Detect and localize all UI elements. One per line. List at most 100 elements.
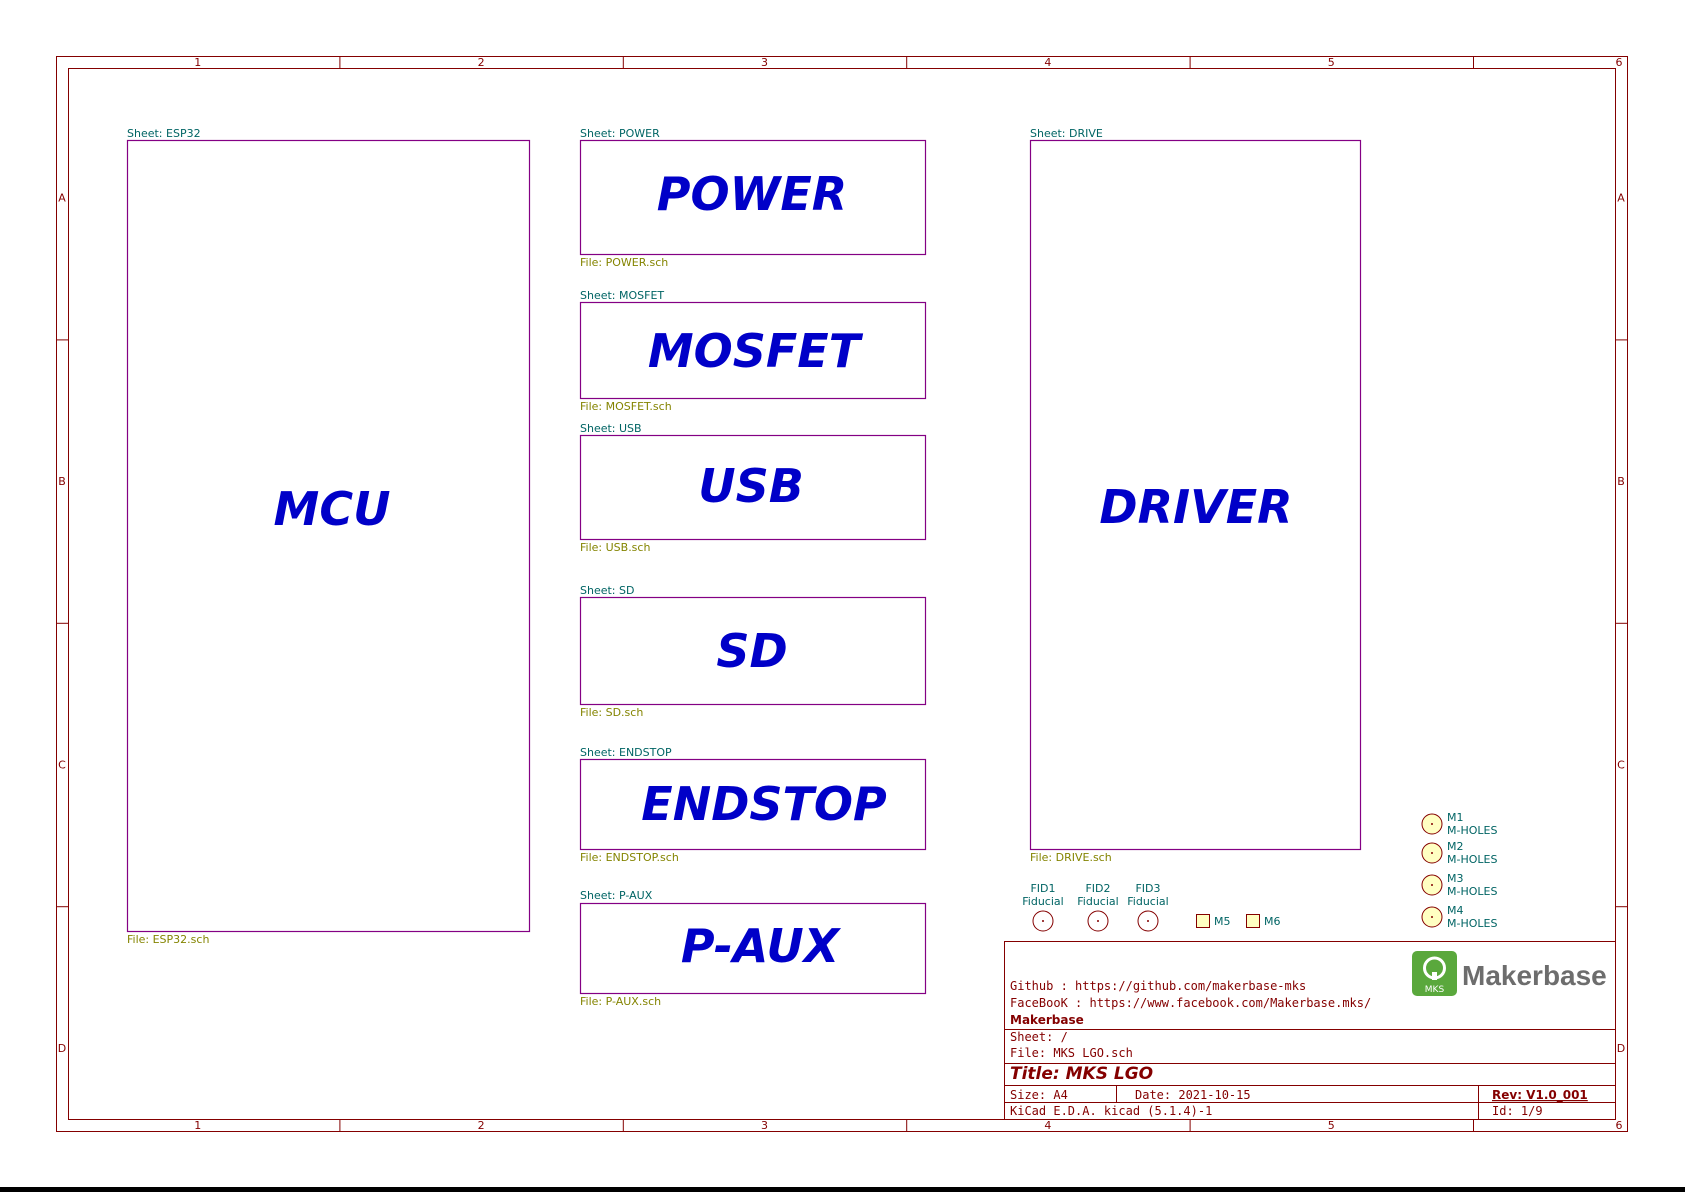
file-name: File: MKS LGO.sch (1010, 1046, 1133, 1060)
sheet-file-label: File: USB.sch (580, 541, 650, 554)
frame-zone-label: D (58, 1042, 66, 1055)
sheet-name-label: Sheet: POWER (580, 127, 660, 140)
sheet-block-mosfet[interactable]: Sheet: MOSFET MOSFET File: MOSFET.sch (579, 289, 927, 413)
part-square-icon[interactable] (1196, 914, 1210, 928)
fiducial-fid1[interactable]: FID1 Fiducial (1022, 882, 1064, 932)
frame-zone-label: 3 (761, 1119, 768, 1132)
frame-zone-label: D (1617, 1042, 1625, 1055)
frame-zone-label: C (58, 759, 66, 772)
frame-zone-label: 6 (1616, 1119, 1623, 1132)
makerbase-logo: MKS Makerbase (1412, 951, 1607, 996)
sheet-box[interactable] (579, 902, 927, 995)
mount-hole-dot (1431, 852, 1433, 854)
frame-zone-label: B (58, 475, 66, 488)
sheet-box[interactable] (579, 434, 927, 541)
sheet-block-mcu[interactable]: Sheet: ESP32 MCU File: ESP32.sch (126, 127, 531, 946)
fiducial-circle-icon[interactable] (1087, 910, 1109, 932)
frame-zone-label: 4 (1044, 1119, 1051, 1132)
sheet-box[interactable] (1029, 139, 1362, 851)
sheet-block-title: MCU (274, 482, 391, 536)
mount-hole-ref: M3 (1447, 872, 1464, 885)
sheet-block-title: MOSFET (648, 324, 864, 378)
frame-zone-label: 1 (194, 56, 201, 69)
sheet-block-usb[interactable]: Sheet: USB USB File: USB.sch (579, 422, 927, 554)
sheet-box[interactable] (579, 596, 927, 706)
mount-hole-ref: M4 (1447, 904, 1464, 917)
logo-pin-stem (1432, 972, 1437, 980)
logo-badge-text: MKS (1425, 985, 1445, 995)
mount-hole-m1[interactable]: M1 M-HOLES (1421, 811, 1497, 837)
sheet-file-label: File: POWER.sch (580, 256, 668, 269)
mount-hole-dot (1431, 823, 1433, 825)
fiducial-circle-icon[interactable] (1032, 910, 1054, 932)
frame-zone-label: 4 (1044, 56, 1051, 69)
frame-zone-label: 5 (1328, 1119, 1335, 1132)
fiducial-dot (1147, 920, 1149, 922)
sheet-file-label: File: SD.sch (580, 706, 643, 719)
sheet-block-power[interactable]: Sheet: POWER POWER File: POWER.sch (579, 127, 927, 269)
sheet-block-endstop[interactable]: Sheet: ENDSTOP ENDSTOP File: ENDSTOP.sch (579, 746, 927, 864)
inner-border (68, 68, 1616, 1120)
mount-hole-m3[interactable]: M3 M-HOLES (1421, 872, 1497, 898)
fiducial-value: Fiducial (1127, 895, 1168, 908)
size-text: Size: A4 (1010, 1088, 1068, 1102)
frame-zone-label: 6 (1616, 56, 1623, 69)
bottom-bar (0, 1187, 1685, 1192)
fiducial-ref: FID2 (1085, 882, 1110, 895)
mount-hole-ref: M1 (1447, 811, 1464, 824)
mount-hole-value: M-HOLES (1447, 885, 1497, 898)
sheet-path: Sheet: / (1010, 1030, 1068, 1044)
mount-hole-value: M-HOLES (1447, 824, 1497, 837)
mount-hole-m2[interactable]: M2 M-HOLES (1421, 840, 1497, 866)
sheet-file-label: File: ESP32.sch (127, 933, 209, 946)
part-m6[interactable]: M6 (1246, 914, 1281, 929)
title-text: Title: MKS LGO (1010, 1064, 1153, 1084)
part-m5[interactable]: M5 (1196, 914, 1231, 929)
logo-wordmark: Makerbase (1462, 960, 1607, 991)
fiducial-dot (1097, 920, 1099, 922)
sheet-name-label: Sheet: ENDSTOP (580, 746, 672, 759)
sheet-block-title: ENDSTOP (641, 777, 887, 831)
fiducial-value: Fiducial (1077, 895, 1118, 908)
frame-zone-label: 5 (1328, 56, 1335, 69)
fiducial-ref: FID1 (1030, 882, 1055, 895)
frame-zone-label: B (1617, 475, 1625, 488)
sheet-block-title: POWER (657, 167, 847, 221)
sheet-block-sd[interactable]: Sheet: SD SD File: SD.sch (579, 584, 927, 719)
sheet-name-label: Sheet: DRIVE (1030, 127, 1103, 140)
fiducial-fid2[interactable]: FID2 Fiducial (1077, 882, 1119, 932)
sheet-file-label: File: P-AUX.sch (580, 995, 661, 1008)
sheet-block-driver[interactable]: Sheet: DRIVE DRIVER File: DRIVE.sch (1029, 127, 1362, 864)
mount-hole-ref: M2 (1447, 840, 1464, 853)
frame-zone-label: 2 (478, 1119, 485, 1132)
fiducial-circle-icon[interactable] (1137, 910, 1159, 932)
sheet-block-title: P-AUX (681, 919, 842, 973)
sheet-box[interactable] (579, 758, 927, 851)
mount-hole-m4[interactable]: M4 M-HOLES (1421, 904, 1497, 930)
frame-ticks (56, 56, 1627, 1131)
sheet-file-label: File: ENDSTOP.sch (580, 851, 679, 864)
github-link[interactable]: Github : https://github.com/makerbase-mk… (1010, 979, 1306, 993)
sheet-block-p-aux[interactable]: Sheet: P-AUX P-AUX File: P-AUX.sch (579, 889, 927, 1008)
sheet-box[interactable] (579, 301, 927, 400)
part-square-icon[interactable] (1246, 914, 1260, 928)
sheet-file-label: File: DRIVE.sch (1030, 851, 1112, 864)
facebook-link[interactable]: FaceBooK : https://www.facebook.com/Make… (1010, 996, 1371, 1010)
tool-text: KiCad E.D.A. kicad (5.1.4)-1 (1010, 1104, 1212, 1118)
sheet-box[interactable] (579, 139, 927, 256)
fiducial-fid3[interactable]: FID3 Fiducial (1127, 882, 1169, 932)
sheet-name-label: Sheet: SD (580, 584, 634, 597)
mount-hole-value: M-HOLES (1447, 853, 1497, 866)
frame-zone-label: A (58, 192, 66, 205)
sheet-box[interactable] (126, 139, 531, 933)
frame-zone-label: 1 (194, 1119, 201, 1132)
drawing-frame (56, 56, 1628, 1132)
frame-zone-label: C (1617, 759, 1625, 772)
part-ref: M6 (1264, 915, 1281, 928)
sheet-name-label: Sheet: USB (580, 422, 642, 435)
fiducial-value: Fiducial (1022, 895, 1063, 908)
mount-hole-value: M-HOLES (1447, 917, 1497, 930)
date-text: Date: 2021-10-15 (1135, 1088, 1251, 1102)
outer-border (56, 56, 1628, 1132)
